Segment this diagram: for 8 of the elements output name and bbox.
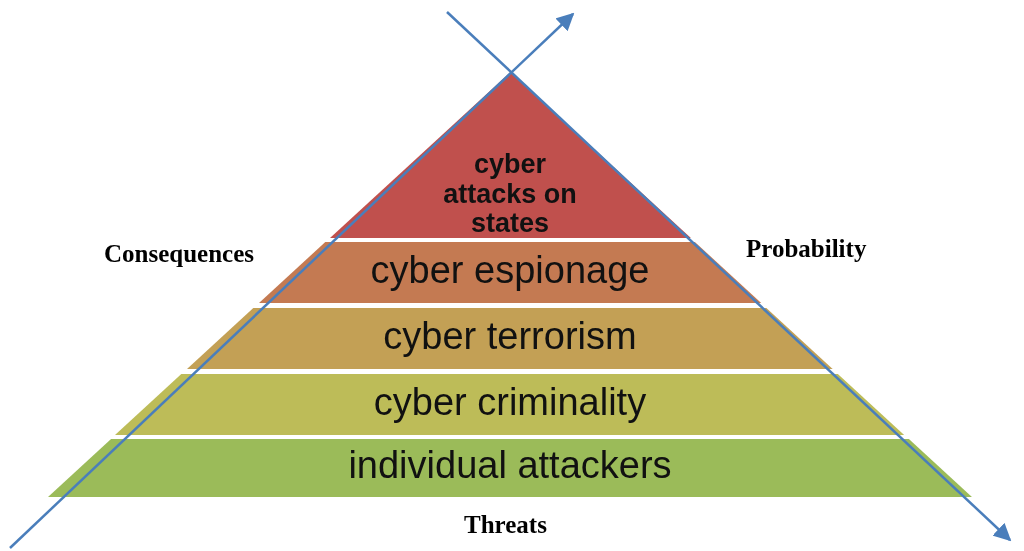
tier-label: individual attackers xyxy=(348,445,672,487)
tier-label: cyber attacks on states xyxy=(442,150,578,240)
tier-label: cyber criminality xyxy=(373,382,647,424)
tier-label: cyber terrorism xyxy=(383,316,637,358)
axis-label: Threats xyxy=(464,511,547,539)
tier-label: cyber espionage xyxy=(370,250,650,292)
axis-label: Consequences xyxy=(104,240,254,268)
axis-label: Probability xyxy=(746,235,867,263)
